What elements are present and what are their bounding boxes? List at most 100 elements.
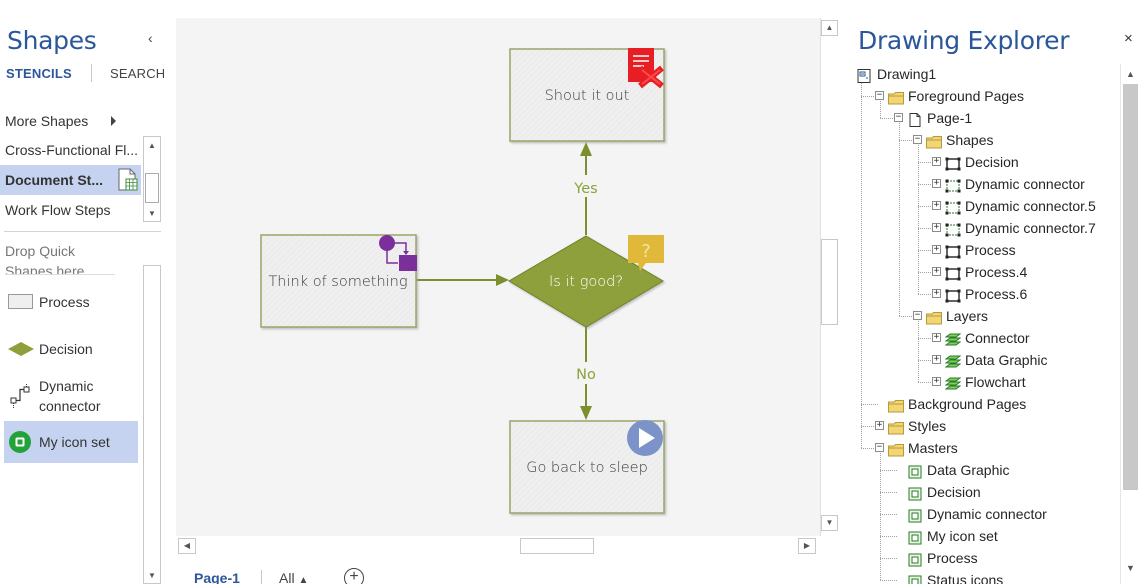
tree-item[interactable]: +Process <box>854 239 1120 261</box>
expand-icon[interactable]: + <box>932 222 941 232</box>
collapse-icon[interactable]: − <box>913 134 922 144</box>
tree-item[interactable]: −Masters <box>854 437 1120 459</box>
tree-item[interactable]: Decision <box>854 481 1120 503</box>
stencil-item-cross-functional[interactable]: Cross-Functional Fl... <box>5 142 139 158</box>
tree-item[interactable]: +Process.4 <box>854 261 1120 283</box>
tree-guide-line <box>918 184 935 185</box>
tree-item[interactable]: − Layers <box>854 305 1120 327</box>
expand-icon[interactable]: + <box>932 354 941 364</box>
scroll-down-icon[interactable]: ▼ <box>148 570 156 580</box>
expand-icon[interactable]: + <box>932 376 941 386</box>
tree-item[interactable]: +Connector <box>854 327 1120 349</box>
tree-item[interactable]: My icon set <box>854 525 1120 547</box>
tree-item[interactable]: −Shapes <box>854 129 1120 151</box>
stencil-list-scrollbar[interactable]: ▲ ▼ <box>143 136 161 222</box>
tree-item[interactable]: −Foreground Pages <box>854 85 1120 107</box>
tree-item[interactable]: Drawing1 <box>854 63 1120 85</box>
tree-item[interactable]: +Dynamic connector.7 <box>854 217 1120 239</box>
scroll-up-icon[interactable]: ▲ <box>1126 69 1135 79</box>
expand-icon[interactable]: + <box>932 288 941 298</box>
explorer-title: Drawing Explorer <box>858 26 1070 55</box>
tree-item-label: Data Graphic <box>927 462 1010 478</box>
tree-guide-line <box>918 162 935 163</box>
collapse-icon[interactable]: − <box>913 310 922 320</box>
scroll-left-icon[interactable]: ◀ <box>178 538 196 554</box>
quick-shape-process[interactable]: Process <box>4 290 138 316</box>
close-icon[interactable]: × <box>1124 30 1133 47</box>
tree-item-label: Dynamic connector <box>927 506 1047 522</box>
scroll-down-icon[interactable]: ▼ <box>821 515 838 531</box>
expand-icon[interactable]: + <box>932 200 941 210</box>
connector-think-to-decision[interactable] <box>416 274 509 286</box>
canvas-vertical-scrollbar[interactable]: ▲ ▼ <box>820 18 838 536</box>
tree-item[interactable]: +Process.6 <box>854 283 1120 305</box>
tree-item[interactable]: +Dynamic connector <box>854 173 1120 195</box>
quick-shapes-scrollbar[interactable]: ▼ <box>143 265 161 584</box>
tab-search[interactable]: SEARCH <box>110 66 164 81</box>
more-shapes-menu[interactable]: More Shapes <box>5 113 89 129</box>
tree-item[interactable]: Background Pages <box>854 393 1120 415</box>
tree-item[interactable]: Data Graphic <box>854 459 1120 481</box>
scroll-thumb[interactable] <box>520 538 594 554</box>
quick-shape-my-icon-set[interactable]: My icon set <box>4 421 138 463</box>
scroll-thumb[interactable] <box>145 173 159 203</box>
tree-guide-line <box>918 272 935 273</box>
expand-icon[interactable]: + <box>932 332 941 342</box>
expand-icon[interactable]: + <box>932 266 941 276</box>
tree-guide-line <box>861 448 878 449</box>
tree-item-label: Layers <box>946 308 989 324</box>
master-icon <box>907 507 923 523</box>
collapse-pane-button[interactable]: ‹ <box>148 30 153 46</box>
tree-guide-line <box>880 492 897 493</box>
scroll-thumb[interactable] <box>1123 84 1138 490</box>
scroll-up-icon[interactable]: ▲ <box>148 140 156 150</box>
stencil-item-document-steps[interactable]: Document St... <box>0 165 141 195</box>
connector-label-no[interactable]: No <box>576 367 596 383</box>
tree-item[interactable]: +Dynamic connector.5 <box>854 195 1120 217</box>
tree-item[interactable]: +Styles <box>854 415 1120 437</box>
scroll-thumb[interactable] <box>821 239 838 325</box>
tree-item-label: Status icons <box>927 572 1004 584</box>
tree-item[interactable]: −Page-1 <box>854 107 1120 129</box>
connector-label-yes[interactable]: Yes <box>573 181 597 197</box>
tab-stencils[interactable]: STENCILS <box>6 66 72 81</box>
add-page-button[interactable]: + <box>344 568 364 584</box>
collapse-icon[interactable]: − <box>875 442 884 452</box>
expand-icon[interactable]: + <box>875 420 884 430</box>
scroll-up-icon[interactable]: ▲ <box>821 20 838 36</box>
tree-item[interactable]: Status icons <box>854 569 1120 584</box>
drawing-canvas[interactable]: Yes No Shout it out Think of something <box>176 18 820 536</box>
explorer-vertical-scrollbar[interactable]: ▲ ▼ <box>1120 64 1140 584</box>
scroll-down-icon[interactable]: ▼ <box>148 208 156 218</box>
process-shape-think[interactable]: Think of something <box>260 234 417 328</box>
layer-icon <box>944 331 962 346</box>
tree-guide-line <box>880 101 881 118</box>
label-background <box>568 175 604 197</box>
tab-page-1[interactable]: Page-1 <box>194 570 240 584</box>
tree-guide-line <box>918 382 935 383</box>
stencil-item-work-flow-steps[interactable]: Work Flow Steps <box>5 202 111 218</box>
process-shape-shout[interactable]: Shout it out <box>509 48 665 142</box>
tree-item[interactable]: Process <box>854 547 1120 569</box>
expand-icon[interactable]: + <box>932 244 941 254</box>
quick-shape-decision[interactable]: Decision <box>4 337 138 363</box>
canvas-horizontal-scrollbar[interactable]: ◀ ▶ <box>176 536 818 556</box>
quick-shape-dynamic-connector[interactable]: Dynamic connector <box>4 376 138 418</box>
collapse-icon[interactable]: − <box>894 112 903 122</box>
tree-guide-line <box>899 316 916 317</box>
tree-item[interactable]: + Decision <box>854 151 1120 173</box>
tab-separator <box>261 570 262 584</box>
tree-item-label: Decision <box>965 154 1019 170</box>
scroll-down-icon[interactable]: ▼ <box>1126 563 1135 573</box>
tree-item[interactable]: +Data Graphic <box>854 349 1120 371</box>
tree-item[interactable]: +Flowchart <box>854 371 1120 393</box>
dynamic-connector-icon <box>10 384 30 408</box>
shape-text: Is it good? <box>549 274 623 290</box>
collapse-icon[interactable]: − <box>875 90 884 100</box>
scroll-right-icon[interactable]: ▶ <box>798 538 816 554</box>
decision-shape[interactable]: Is it good? <box>508 235 664 328</box>
tab-all-pages[interactable]: All ▲ <box>279 570 308 584</box>
expand-icon[interactable]: + <box>932 156 941 166</box>
expand-icon[interactable]: + <box>932 178 941 188</box>
tree-item[interactable]: Dynamic connector <box>854 503 1120 525</box>
